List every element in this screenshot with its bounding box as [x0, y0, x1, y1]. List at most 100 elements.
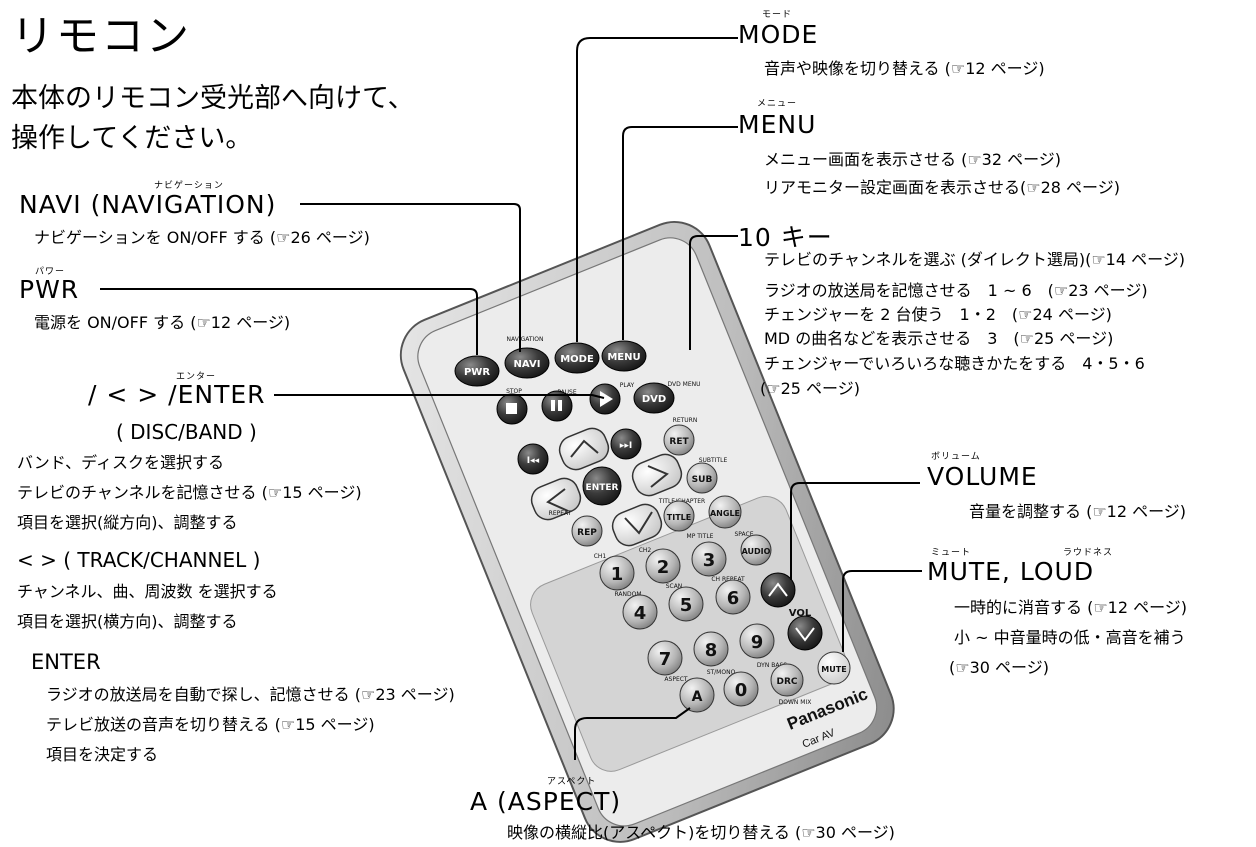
- tenkey-desc-2: ラジオの放送局を記憶させる 1 ~ 6 (☞23 ページ): [764, 281, 1148, 300]
- remote-btn-sub: [686, 462, 718, 494]
- enter-cursor-desc-1: バンド、ディスクを選択する: [17, 453, 225, 472]
- svg-text:A: A: [692, 689, 703, 705]
- navi-label: NAVI (NAVIGATION): [19, 190, 277, 219]
- volume-label: VOLUME: [927, 462, 1038, 491]
- aspect-ruby: アスペクト: [547, 777, 597, 787]
- svg-text:7: 7: [659, 649, 672, 670]
- svg-text:ASPECT: ASPECT: [664, 676, 688, 683]
- mute-ruby: ミュート: [931, 548, 972, 558]
- tenkey-label: 10 キー: [738, 223, 833, 252]
- remote-btn-5: [668, 586, 704, 622]
- remote-btn-a: [679, 677, 715, 713]
- remote-btn-audio: [740, 534, 772, 566]
- menu-ruby: メニュー: [757, 99, 798, 109]
- svg-text:VOL: VOL: [789, 608, 812, 619]
- svg-text:RANDOM: RANDOM: [614, 591, 641, 598]
- svg-text:4: 4: [634, 603, 647, 624]
- svg-text:MODE: MODE: [560, 354, 594, 365]
- remote-btn-right: [631, 453, 683, 497]
- svg-text:SUB: SUB: [692, 475, 713, 485]
- page-subtitle-line2: 操作してください。: [11, 123, 253, 154]
- svg-text:CH1: CH1: [594, 553, 607, 560]
- svg-text:TITLE: TITLE: [667, 513, 691, 522]
- track-label: < > ( TRACK/CHANNEL ): [17, 548, 261, 572]
- remote-btn-dvd: [633, 382, 675, 414]
- menu-desc-2: リアモニター設定画面を表示させる(☞28 ページ): [764, 178, 1120, 197]
- volume-ruby: ボリューム: [931, 452, 981, 462]
- enter-desc-3: 項目を決定する: [46, 745, 159, 764]
- tenkey-desc-3: チェンジャーを 2 台使う 1・2 (☞24 ページ): [764, 305, 1112, 324]
- svg-text:PWR: PWR: [464, 367, 490, 378]
- svg-text:CH REPEAT: CH REPEAT: [711, 576, 745, 583]
- mute-loud-desc-2: 小 ~ 中音量時の低・高音を補う: [954, 628, 1186, 647]
- menu-label: MENU: [738, 110, 817, 139]
- enter-cursor-label: / < > /ENTER: [88, 380, 266, 409]
- track-desc-2: 項目を選択(横方向)、調整する: [17, 612, 238, 631]
- remote-btn-6: [715, 579, 751, 615]
- svg-text:SCAN: SCAN: [666, 583, 683, 590]
- svg-text:2: 2: [657, 557, 670, 578]
- remote-btn-0: [723, 671, 759, 707]
- remote-btn-4: [622, 594, 658, 630]
- remote-btn-drc: [770, 663, 804, 697]
- svg-text:5: 5: [680, 595, 693, 616]
- loud-ruby: ラウドネス: [1063, 548, 1114, 558]
- svg-text:MUTE: MUTE: [821, 665, 846, 674]
- mute-loud-label: MUTE, LOUD: [927, 557, 1095, 586]
- remote-btn-8: [693, 631, 729, 667]
- remote-btn-7: [647, 640, 683, 676]
- svg-text:REP: REP: [577, 528, 597, 538]
- enter-cursor-desc-2: テレビのチャンネルを記憶させる (☞15 ページ): [17, 483, 362, 502]
- svg-text:MENU: MENU: [607, 352, 640, 363]
- navi-ruby: ナビゲーション: [154, 181, 224, 191]
- tenkey-desc-6: (☞25 ページ): [760, 379, 860, 398]
- svg-text:6: 6: [727, 588, 740, 609]
- page-subtitle-line1: 本体のリモコン受光部へ向けて、: [11, 83, 415, 114]
- enter-cursor-desc-3: 項目を選択(縦方向)、調整する: [17, 513, 238, 532]
- remote-btn-pwr: [454, 355, 500, 387]
- remote-btn-pause: [541, 390, 573, 422]
- pwr-ruby: パワー: [35, 267, 66, 277]
- mode-label: MODE: [738, 20, 819, 49]
- svg-text:SPACE: SPACE: [734, 531, 753, 538]
- remote-btn-9: [739, 623, 775, 659]
- remote-btn-ret: [663, 424, 695, 456]
- svg-text:8: 8: [705, 640, 718, 661]
- svg-text:1: 1: [611, 564, 624, 585]
- mute-loud-desc-3: (☞30 ページ): [949, 658, 1049, 677]
- remote-btn-1: [599, 555, 635, 591]
- remote-btn-vol-up: [760, 572, 796, 608]
- remote-btn-next: [610, 428, 642, 460]
- svg-text:NAVI: NAVI: [514, 359, 541, 370]
- svg-text:▸▸I: ▸▸I: [620, 441, 632, 451]
- svg-text:SUBTITLE: SUBTITLE: [699, 457, 728, 464]
- remote-btn-angle: [708, 495, 742, 529]
- enter-desc-2: テレビ放送の音声を切り替える (☞15 ページ): [46, 715, 375, 734]
- svg-text:RET: RET: [669, 437, 689, 447]
- enter-cursor-ruby: エンター: [176, 372, 217, 382]
- pwr-label: PWR: [19, 275, 80, 304]
- svg-text:DVD: DVD: [642, 394, 666, 405]
- navi-desc: ナビゲーションを ON/OFF する (☞26 ページ): [34, 228, 370, 247]
- svg-text:MP TITLE: MP TITLE: [687, 533, 714, 540]
- svg-text:DRC: DRC: [776, 677, 797, 687]
- aspect-label: A (ASPECT): [470, 787, 622, 816]
- svg-text:ANGLE: ANGLE: [710, 509, 740, 518]
- svg-text:DYN BASS: DYN BASS: [757, 662, 787, 669]
- svg-text:ENTER: ENTER: [586, 483, 619, 493]
- remote-btn-rep: [571, 515, 603, 547]
- remote-btn-title: [663, 500, 695, 532]
- svg-text:REPEAT: REPEAT: [549, 510, 572, 517]
- enter-label: ENTER: [31, 650, 101, 674]
- remote-btn-menu: [601, 340, 647, 372]
- remote-btn-up: [558, 427, 610, 471]
- svg-text:3: 3: [703, 550, 716, 571]
- track-desc-1: チャンネル、曲、周波数 を選択する: [17, 582, 278, 601]
- enter-desc-1: ラジオの放送局を自動で探し、記憶させる (☞23 ページ): [46, 685, 455, 704]
- svg-text:DOWN MIX: DOWN MIX: [779, 699, 812, 706]
- enter-cursor-sub: ( DISC/BAND ): [116, 420, 257, 444]
- svg-text:STOP: STOP: [506, 388, 522, 395]
- leader-lines: [100, 37, 922, 760]
- mode-desc: 音声や映像を切り替える (☞12 ページ): [764, 59, 1045, 78]
